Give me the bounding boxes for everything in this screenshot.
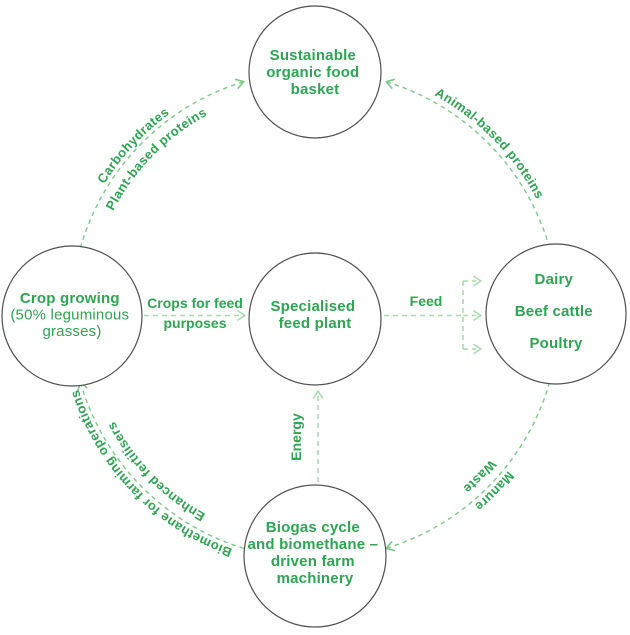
node-food-basket-label: Sustainable organic food basket [266,47,364,98]
food-basket-line1: Sustainable [270,47,356,64]
arc-biogas-to-crop [79,382,244,549]
node-crop-growing-circle [1,245,143,387]
node-livestock-label: Dairy Beef cattle Poultry [515,271,597,352]
food-basket-line3: basket [291,81,340,98]
biogas-line3: driven farm [271,553,355,570]
crop-growing-line3: grasses) [42,323,101,340]
arc-crop-to-basket [79,81,244,248]
edge-label-feed: Feed [410,293,443,309]
node-crop-growing-label: Crop growing (50% leguminous grasses) [10,290,133,340]
arrowhead-feed-bottom-icon [473,343,482,355]
crop-growing-line1: Crop growing [20,290,120,307]
crop-growing-line2: (50% leguminous [10,307,129,324]
biogas-line1: Biogas cycle [266,519,360,536]
food-basket-line2: organic food [266,64,359,81]
arrowhead-feed-top-icon [473,275,482,287]
biogas-line2: and biomethane – [247,536,378,553]
arc-livestock-to-basket [386,81,551,248]
node-feed-plant-circle [248,252,382,386]
feed-plant-line1: Specialised [270,298,355,315]
edge-label-animal-based-proteins: Animal-based proteins [433,85,548,202]
edge-label-crops-for-feed-line1: Crops for feed [147,295,243,311]
livestock-line3: Poultry [529,335,583,352]
edge-label-crops-for-feed-line2: purposes [163,315,226,331]
node-biogas-label: Biogas cycle and biomethane – driven far… [247,519,382,587]
arrowhead-livestock-to-basket-icon [385,78,396,89]
arrowhead-feed-middle-icon [473,310,482,321]
node-feed-plant-label: Specialised feed plant [270,298,359,332]
node-livestock-circle [485,243,627,385]
arrowhead-livestock-to-biogas-icon [385,541,396,552]
arc-livestock-to-biogas [386,382,551,549]
arrowhead-crop-to-basket-icon [234,78,245,89]
arrowhead-energy-icon [312,390,324,399]
node-food-basket-circle [248,5,382,139]
biogas-line4: machinery [277,570,354,587]
edge-label-energy: Energy [288,413,304,461]
livestock-line2: Beef cattle [515,303,593,320]
arrowhead-crop-to-feedplant-icon [237,310,246,321]
livestock-line1: Dairy [535,271,574,288]
feed-plant-line2: feed plant [279,315,352,332]
node-biogas-circle [243,484,387,628]
